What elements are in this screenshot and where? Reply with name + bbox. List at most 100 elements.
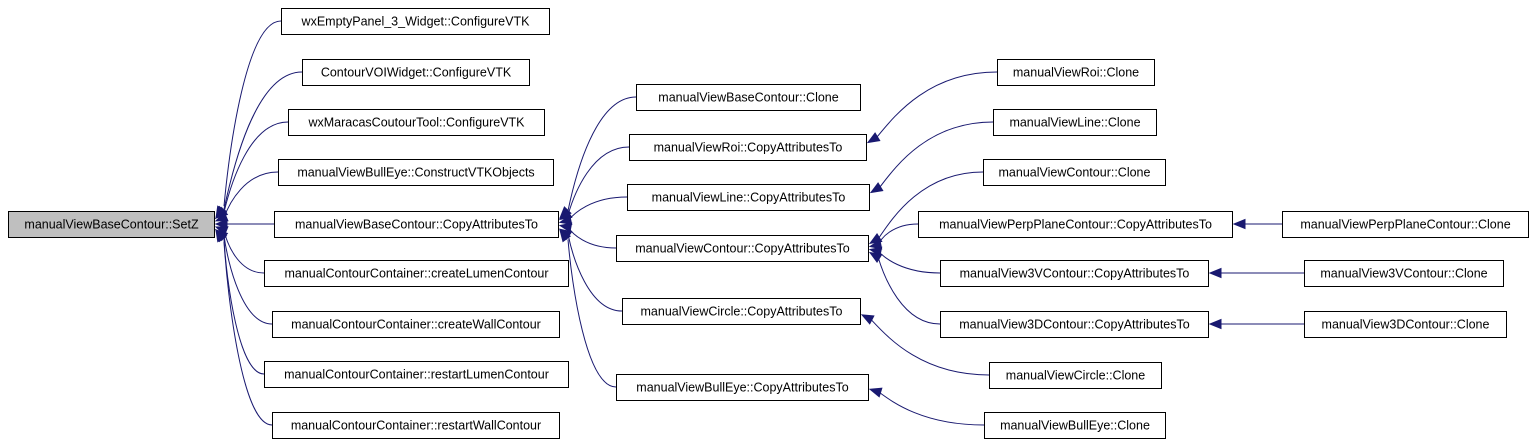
edge-bulleyecon-to-setz	[214, 171, 279, 222]
node-contourvoi[interactable]: ContourVOIWidget::ConfigureVTK	[302, 59, 530, 86]
node-v3vclone[interactable]: manualView3VContour::Clone	[1304, 260, 1504, 287]
node-box	[272, 311, 560, 338]
edge-basecopy-to-setz	[214, 218, 274, 230]
arrow-head-icon	[868, 387, 883, 398]
edge-line	[877, 256, 941, 325]
edge-line	[567, 146, 630, 216]
edge-bullcopy-to-basecopy	[559, 228, 617, 388]
node-box	[264, 260, 569, 287]
node-label: manualViewBullEye::CopyAttributesTo	[636, 381, 848, 395]
node-label: manualViewRoi::Clone	[1013, 66, 1139, 80]
node-box	[983, 159, 1166, 186]
arrow-head-icon	[215, 228, 227, 243]
node-bullclone[interactable]: manualViewBullEye::Clone	[984, 412, 1166, 439]
arrow-head-icon	[559, 228, 572, 243]
node-baseclone[interactable]: manualViewBaseContour::Clone	[636, 84, 861, 111]
node-lumen[interactable]: manualContourContainer::createLumenConto…	[264, 260, 569, 287]
node-v3dcopy[interactable]: manualView3DContour::CopyAttributesTo	[940, 311, 1209, 338]
node-box	[636, 84, 861, 111]
node-wall[interactable]: manualContourContainer::createWallContou…	[272, 311, 560, 338]
edge-circclone-to-circcopy	[860, 314, 990, 376]
node-contcopy[interactable]: manualViewContour::CopyAttributesTo	[616, 235, 869, 262]
arrow-head-icon	[860, 314, 875, 325]
arrow-head-icon	[1208, 267, 1222, 279]
node-v3dclone[interactable]: manualView3DContour::Clone	[1304, 311, 1507, 338]
arrow-head-icon	[868, 239, 883, 250]
edge-line	[567, 234, 623, 312]
nodes-layer: manualViewBaseContour::SetZ wxEmptyPanel_…	[8, 8, 1529, 439]
edge-contcopy-to-basecopy	[558, 222, 617, 249]
node-label: manualContourContainer::createLumenConto…	[284, 267, 548, 281]
node-circcopy[interactable]: manualViewCircle::CopyAttributesTo	[622, 298, 861, 325]
edge-line	[567, 226, 617, 249]
node-box	[288, 109, 545, 136]
node-box	[997, 59, 1155, 86]
edge-roiclone-to-roicopy	[866, 71, 998, 144]
node-box	[993, 109, 1157, 136]
edge-v3vclone-to-v3vcopy	[1208, 267, 1304, 279]
node-contclone[interactable]: manualViewContour::Clone	[983, 159, 1166, 186]
node-box	[940, 260, 1209, 287]
node-wxempty[interactable]: wxEmptyPanel_3_Widget::ConfigureVTK	[281, 8, 550, 35]
edge-line	[875, 71, 998, 139]
arrow-head-icon	[868, 251, 883, 264]
edge-v3vcopy-to-contcopy	[868, 246, 941, 274]
node-wxmaracas[interactable]: wxMaracasCoutourTool::ConfigureVTK	[288, 109, 545, 136]
edge-line	[567, 196, 628, 222]
node-label: manualViewCircle::Clone	[1006, 369, 1145, 383]
node-perpclone[interactable]: manualViewPerpPlaneContour::Clone	[1282, 211, 1529, 238]
node-box	[984, 412, 1166, 439]
arrow-head-icon	[214, 218, 228, 230]
edge-line	[567, 96, 637, 211]
edges-layer	[214, 20, 1304, 426]
node-label: manualViewContour::Clone	[999, 166, 1151, 180]
edge-linecopy-to-basecopy	[558, 196, 628, 226]
arrow-head-icon	[866, 132, 881, 144]
arrow-head-icon	[558, 214, 573, 226]
node-rwall[interactable]: manualContourContainer::restartWallConto…	[272, 412, 560, 439]
edge-line	[877, 223, 919, 246]
node-v3vcopy[interactable]: manualView3VContour::CopyAttributesTo	[940, 260, 1209, 287]
node-perpcopy[interactable]: manualViewPerpPlaneContour::CopyAttribut…	[918, 211, 1233, 238]
node-basecopy[interactable]: manualViewBaseContour::CopyAttributesTo	[274, 211, 559, 238]
node-box	[281, 8, 550, 35]
node-label: manualViewBullEye::Clone	[1000, 419, 1150, 433]
node-box	[302, 59, 530, 86]
node-label: manualViewPerpPlaneContour::Clone	[1300, 218, 1510, 232]
node-box	[627, 184, 870, 211]
node-box	[278, 159, 554, 186]
node-box	[616, 235, 869, 262]
node-label: manualView3DContour::CopyAttributesTo	[959, 318, 1189, 332]
edge-baseclone-to-basecopy	[559, 96, 637, 219]
edge-lineclone-to-linecopy	[869, 121, 994, 194]
edge-line	[877, 171, 984, 240]
node-box	[1282, 211, 1529, 238]
edge-rlumen-to-setz	[215, 228, 265, 375]
edge-line	[877, 250, 941, 274]
node-label: manualView3DContour::Clone	[1322, 318, 1490, 332]
node-bullcopy[interactable]: manualViewBullEye::CopyAttributesTo	[616, 374, 869, 401]
node-roiclone[interactable]: manualViewRoi::Clone	[997, 59, 1155, 86]
node-box	[918, 211, 1233, 238]
arrow-head-icon	[558, 222, 573, 233]
node-box	[264, 361, 569, 388]
node-rlumen[interactable]: manualContourContainer::restartLumenCont…	[264, 361, 569, 388]
node-label: manualContourContainer::restartWallConto…	[291, 419, 541, 433]
node-circclone[interactable]: manualViewCircle::Clone	[989, 362, 1162, 389]
node-bulleyecon[interactable]: manualViewBullEye::ConstructVTKObjects	[278, 159, 554, 186]
edge-roicopy-to-basecopy	[558, 146, 630, 221]
node-linecopy[interactable]: manualViewLine::CopyAttributesTo	[627, 184, 870, 211]
node-label: manualViewBaseContour::SetZ	[24, 218, 199, 232]
edge-line	[223, 235, 273, 325]
node-label: manualContourContainer::createWallContou…	[291, 318, 541, 332]
node-label: manualViewPerpPlaneContour::CopyAttribut…	[939, 218, 1212, 232]
edge-line	[869, 318, 990, 376]
node-setz[interactable]: manualViewBaseContour::SetZ	[8, 211, 215, 238]
node-roicopy[interactable]: manualViewRoi::CopyAttributesTo	[629, 134, 867, 161]
node-lineclone[interactable]: manualViewLine::Clone	[993, 109, 1157, 136]
edge-line	[223, 241, 273, 426]
edge-line	[223, 20, 282, 207]
edge-line	[878, 121, 994, 189]
node-label: wxEmptyPanel_3_Widget::ConfigureVTK	[301, 15, 531, 29]
